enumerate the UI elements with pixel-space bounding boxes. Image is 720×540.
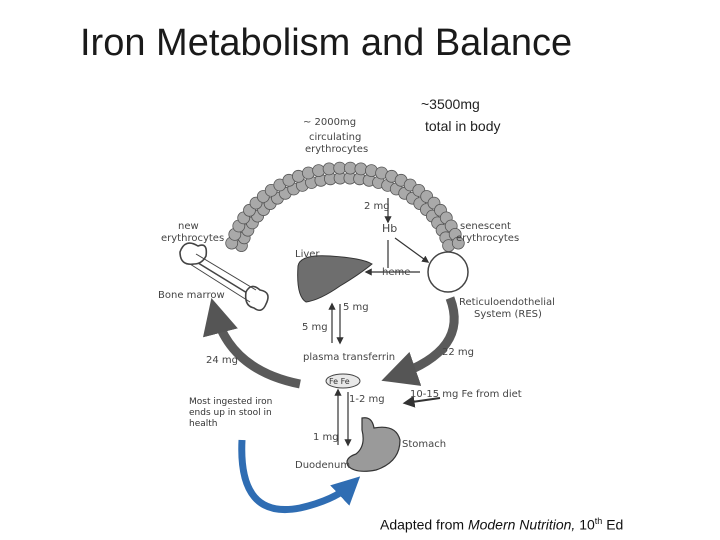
- bone-marrow-icon: [179, 242, 269, 312]
- flow-1mg-label: 1 mg: [313, 432, 339, 443]
- diet-label: 10-15 mg Fe from diet: [410, 389, 522, 400]
- res-label-1: Reticuloendothelial: [459, 297, 555, 308]
- new-erythrocytes-label-2: erythrocytes: [161, 233, 225, 244]
- flow-1-2mg-label: 1-2 mg: [349, 394, 385, 405]
- stomach-label: Stomach: [402, 439, 447, 450]
- circulating-label-2: erythrocytes: [305, 144, 369, 155]
- stool-blue-arrow: [238, 439, 361, 513]
- circulating-mass-label: ~ 2000mg: [303, 117, 357, 128]
- flow-5mg-label-b: 5 mg: [302, 322, 328, 333]
- hb-label: Hb: [382, 222, 398, 235]
- credit-edition-num: 10: [575, 516, 595, 533]
- circulating-erythrocytes-arc: [225, 161, 465, 253]
- senescent-erythrocyte-icon: [427, 251, 469, 293]
- erythrocyte-bead: [451, 236, 465, 250]
- erythrocyte-bead: [322, 162, 336, 176]
- diet-arrow: [402, 395, 441, 408]
- stool-label-1: Most ingested iron: [189, 397, 273, 407]
- erythrocyte-bead: [312, 164, 326, 178]
- flow-2mg-label: 2 mg: [364, 201, 390, 212]
- cycle-arrow-left: [202, 298, 301, 389]
- liver-icon: [297, 255, 373, 303]
- stool-label-3: health: [189, 419, 218, 429]
- stool-label-2: ends up in stool in: [189, 408, 272, 418]
- liver-label: Liver: [295, 249, 320, 260]
- senescent-label-2: erythrocytes: [456, 233, 520, 244]
- senescent-label-1: senescent: [460, 221, 511, 232]
- fe-transferrin-icon: [325, 373, 361, 389]
- source-credit: Adapted from Modern Nutrition, 10th Ed: [380, 516, 623, 533]
- total-body-label-2: total in body: [425, 118, 501, 134]
- erythrocyte-bead: [354, 162, 368, 176]
- credit-prefix: Adapted from: [380, 516, 468, 533]
- cycle-arrow-right: [381, 296, 459, 386]
- plasma-transferrin-label: plasma transferrin: [303, 352, 396, 363]
- duodenum-label: Duodenum: [295, 460, 351, 471]
- fe-fe-label: Fe Fe: [329, 377, 350, 386]
- stomach-icon: [346, 417, 401, 472]
- res-label-2: System (RES): [474, 309, 542, 320]
- page-title: Iron Metabolism and Balance: [80, 22, 573, 64]
- total-body-label-1: ~3500mg: [421, 96, 480, 112]
- bone-marrow-label: Bone marrow: [158, 290, 225, 301]
- heme-label: heme: [382, 267, 411, 278]
- flow-22mg-label: 22 mg: [442, 347, 474, 358]
- credit-suffix: Ed: [602, 516, 624, 533]
- erythrocyte-bead: [343, 161, 357, 175]
- credit-source: Modern Nutrition,: [467, 516, 576, 533]
- flow-5mg-label-a: 5 mg: [343, 302, 369, 313]
- credit-edition-sup: th: [594, 516, 603, 526]
- circulating-label-1: circulating: [309, 132, 362, 143]
- hb-to-senescent: [394, 237, 430, 263]
- new-erythrocytes-label-1: new: [178, 221, 199, 232]
- flow-24mg-label: 24 mg: [206, 355, 238, 366]
